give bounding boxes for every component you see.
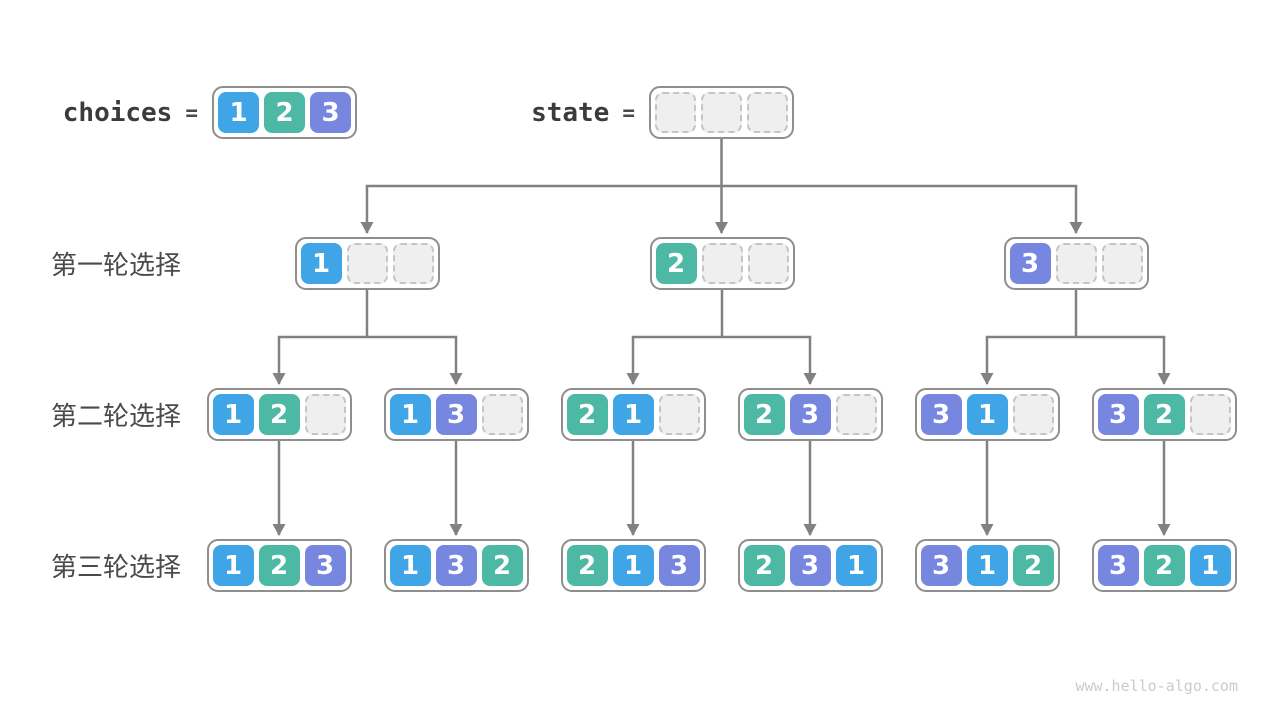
cell-2: 2 bbox=[566, 394, 608, 435]
cell-1: 1 bbox=[212, 545, 254, 586]
cell-1: 1 bbox=[389, 394, 431, 435]
choices-label-group: choices = bbox=[40, 86, 198, 139]
watermark: www.hello-algo.com bbox=[1075, 677, 1238, 695]
cell-3: 3 bbox=[789, 545, 831, 586]
equals-sign: = bbox=[622, 100, 635, 125]
empty-cell bbox=[481, 394, 523, 435]
cell-1: 1 bbox=[612, 394, 654, 435]
cell-1: 1 bbox=[835, 545, 877, 586]
cell-1: 1 bbox=[389, 545, 431, 586]
cell-2: 2 bbox=[655, 243, 697, 284]
cell-3: 3 bbox=[658, 545, 700, 586]
cell-1: 1 bbox=[212, 394, 254, 435]
cell-2: 2 bbox=[481, 545, 523, 586]
cell-1: 1 bbox=[966, 394, 1008, 435]
cell-1: 1 bbox=[218, 92, 259, 133]
cell-3: 3 bbox=[1097, 394, 1139, 435]
cell-1: 1 bbox=[612, 545, 654, 586]
empty-cell bbox=[346, 243, 388, 284]
equals-sign: = bbox=[185, 100, 198, 125]
empty-cell bbox=[392, 243, 434, 284]
cell-3: 3 bbox=[920, 394, 962, 435]
choices-name: choices bbox=[62, 97, 173, 128]
tree-node-round1-2: 2 bbox=[649, 237, 795, 290]
empty-cell bbox=[835, 394, 877, 435]
cell-1: 1 bbox=[966, 545, 1008, 586]
cell-2: 2 bbox=[1143, 545, 1185, 586]
empty-cell bbox=[1012, 394, 1054, 435]
state-array bbox=[649, 86, 794, 139]
cell-3: 3 bbox=[310, 92, 351, 133]
empty-cell bbox=[747, 92, 788, 133]
cell-2: 2 bbox=[258, 545, 300, 586]
cell-3: 3 bbox=[1009, 243, 1051, 284]
row-label-round-2: 第二轮选择 bbox=[50, 402, 181, 432]
cell-3: 3 bbox=[920, 545, 962, 586]
empty-cell bbox=[747, 243, 789, 284]
tree-node-round1-1: 1 bbox=[294, 237, 440, 290]
row-label-round-3: 第三轮选择 bbox=[50, 553, 181, 583]
tree-node-round1-3: 3 bbox=[1003, 237, 1149, 290]
cell-2: 2 bbox=[264, 92, 305, 133]
cell-2: 2 bbox=[258, 394, 300, 435]
cell-3: 3 bbox=[789, 394, 831, 435]
cell-1: 1 bbox=[300, 243, 342, 284]
cell-3: 3 bbox=[435, 545, 477, 586]
cell-2: 2 bbox=[566, 545, 608, 586]
cell-3: 3 bbox=[304, 545, 346, 586]
empty-cell bbox=[701, 243, 743, 284]
state-name: state bbox=[531, 97, 610, 128]
cell-2: 2 bbox=[1012, 545, 1054, 586]
row-label-round-1: 第一轮选择 bbox=[50, 251, 181, 281]
cell-3: 3 bbox=[1097, 545, 1139, 586]
cell-2: 2 bbox=[1143, 394, 1185, 435]
empty-cell bbox=[658, 394, 700, 435]
empty-cell bbox=[304, 394, 346, 435]
empty-cell bbox=[655, 92, 696, 133]
cell-3: 3 bbox=[435, 394, 477, 435]
state-label-group: state = bbox=[470, 86, 635, 139]
empty-cell bbox=[1055, 243, 1097, 284]
cell-2: 2 bbox=[743, 394, 785, 435]
empty-cell bbox=[1189, 394, 1231, 435]
empty-cell bbox=[701, 92, 742, 133]
cell-1: 1 bbox=[1189, 545, 1231, 586]
cell-2: 2 bbox=[743, 545, 785, 586]
empty-cell bbox=[1101, 243, 1143, 284]
